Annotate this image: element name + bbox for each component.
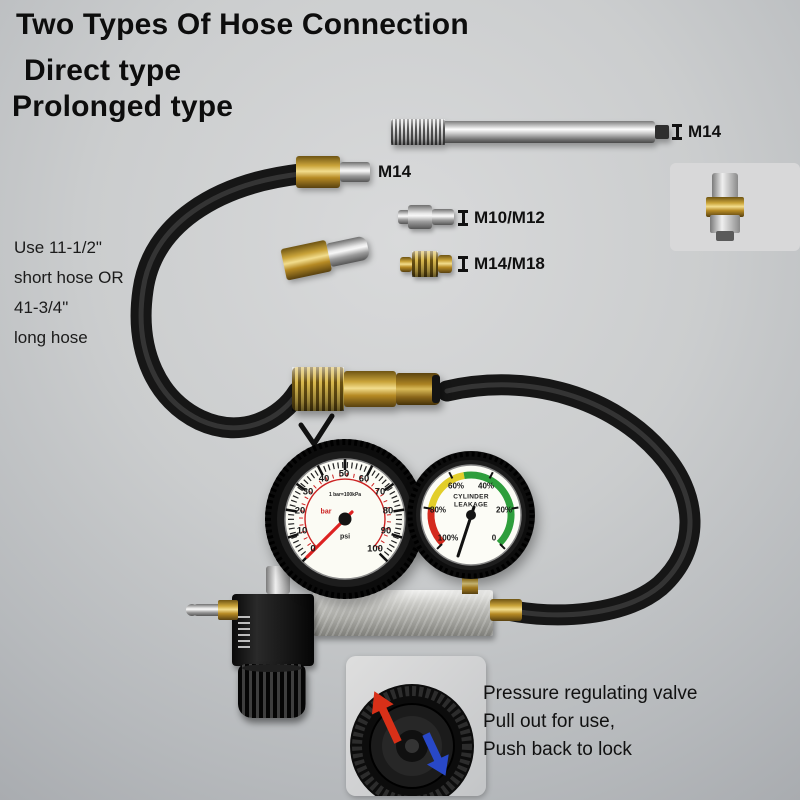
quick-coupling	[292, 367, 448, 411]
regulator-caption: Pressure regulating valve Pull out for u…	[483, 680, 697, 764]
pressure-num-0: 0	[310, 543, 316, 555]
regulator-caption-line-3: Push back to lock	[483, 739, 632, 760]
clamp-icon	[458, 256, 468, 272]
pressure-tiny-text: 1 bar=100kPa	[328, 492, 362, 498]
leakage-num-40: 40%	[477, 481, 495, 491]
knob-macro	[350, 684, 474, 796]
leakage-num-20: 20%	[495, 505, 513, 515]
adapter-m14-m18-label: M14/M18	[458, 254, 545, 274]
pressure-num-90: 90	[380, 525, 392, 537]
clamp-icon	[672, 124, 682, 140]
corner-photo-patch	[670, 163, 800, 251]
hose-note-line-2: short hose OR	[14, 268, 124, 287]
pressure-num-50: 50	[338, 468, 350, 480]
rod-m14-label: M14	[672, 122, 721, 142]
direct-hose-fitting	[262, 154, 374, 190]
hose-note-line-4: long hose	[14, 328, 88, 347]
regulator-caption-line-1: Pressure regulating valve	[483, 683, 698, 704]
leakage-num-80: 80%	[429, 505, 447, 515]
corner-fitting-hex	[706, 197, 744, 217]
regulator-body	[232, 594, 314, 666]
right-gauge-stem	[462, 574, 478, 594]
leakage-num-0: 0	[491, 533, 497, 543]
leakage-num-100: 100%	[437, 533, 459, 543]
knob-inset-photo	[346, 656, 486, 796]
adapter-m10-m12-label: M10/M12	[458, 208, 545, 228]
blue-arrow-icon	[422, 732, 449, 776]
pressure-unit-bar: bar	[320, 508, 332, 516]
adapter-m14-m18	[400, 250, 452, 278]
hose-note-line-1: Use 11-1/2"	[14, 238, 102, 257]
leakage-gauge-dial	[407, 451, 535, 579]
leakage-gauge: 0 20% 40% 60% 80% 100% CYLINDER LEAKAGE	[404, 448, 538, 582]
spark-plug-fitting	[280, 231, 371, 282]
leakage-num-60: 60%	[447, 481, 465, 491]
air-inlet-plug	[194, 604, 222, 616]
red-arrow-icon	[371, 691, 402, 744]
title-line-3: Prolonged type	[12, 90, 234, 123]
air-inlet-tip	[186, 604, 198, 616]
leakage-name-2: LEAKAGE	[454, 501, 488, 509]
manifold-right-fitting	[490, 599, 522, 621]
clamp-icon	[458, 210, 468, 226]
pressure-num-10: 10	[296, 525, 308, 537]
corner-fitting-base	[710, 215, 740, 233]
pressure-num-100: 100	[367, 543, 383, 555]
pressure-num-70: 70	[374, 486, 386, 498]
pressure-unit-psi: psi	[339, 533, 351, 541]
extension-rod	[391, 119, 669, 145]
pressure-num-60: 60	[358, 473, 370, 485]
adapter-m10-m12	[398, 204, 454, 230]
regulator-caption-line-2: Pull out for use,	[483, 711, 616, 732]
regulator-knob	[238, 664, 306, 718]
title-line-2: Direct type	[24, 54, 182, 87]
hose-note-line-3: 41-3/4"	[14, 298, 69, 317]
regulator-spec-label	[238, 616, 250, 650]
direct-m14-label: M14	[378, 162, 412, 181]
pressure-num-20: 20	[294, 505, 306, 517]
pressure-num-30: 30	[302, 486, 314, 498]
leakage-name-1: CYLINDER	[453, 493, 489, 501]
pressure-num-40: 40	[318, 473, 330, 485]
pressure-num-80: 80	[382, 505, 394, 517]
short-hose-path	[130, 163, 311, 439]
title-line-1: Two Types Of Hose Connection	[16, 8, 469, 41]
corner-fitting-tip	[716, 231, 734, 241]
air-inlet-hex	[218, 600, 238, 620]
rod-tip	[655, 125, 669, 139]
corner-fitting-top	[712, 173, 738, 199]
rod-knurl	[391, 119, 445, 145]
